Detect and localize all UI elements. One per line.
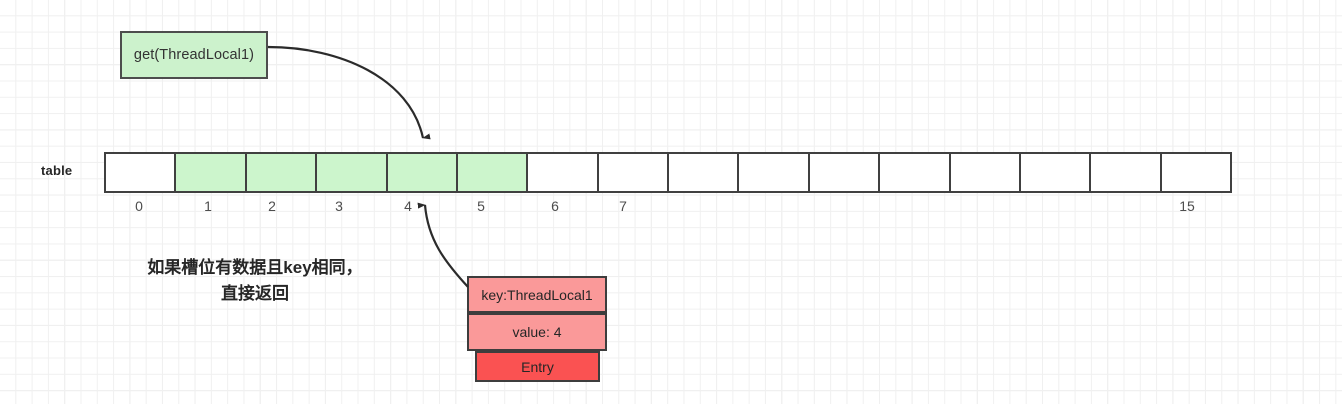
- table-cell-10: [809, 154, 881, 191]
- table-index-label-15: 15: [1179, 198, 1195, 214]
- table-cell-7: [598, 154, 669, 191]
- table-cell-12: [950, 154, 1021, 191]
- arrow-get-to-slot: [267, 45, 431, 140]
- entry-key-label: key:ThreadLocal1: [481, 286, 593, 303]
- table-cell-1: [176, 154, 247, 191]
- table-index-label-1: 1: [204, 198, 212, 214]
- get-call-box: get(ThreadLocal1): [120, 31, 268, 79]
- table-index-label-0: 0: [135, 198, 143, 214]
- entry-value-label: value: 4: [512, 324, 562, 340]
- table-cell-2: [246, 154, 318, 191]
- table-cell-3: [317, 154, 388, 191]
- condition-note: 如果槽位有数据且key相同， 直接返回: [119, 255, 391, 307]
- entry-type-label: Entry: [521, 358, 554, 375]
- table-cell-14: [1091, 154, 1162, 191]
- table-index-label-3: 3: [335, 198, 343, 214]
- entry-key-box: key:ThreadLocal1: [467, 276, 607, 313]
- condition-note-line-1: 如果槽位有数据且key相同，: [147, 258, 363, 277]
- table-cell-15: [1161, 154, 1230, 191]
- table-cell-5: [457, 154, 529, 191]
- table-index-label-7: 7: [619, 198, 627, 214]
- table-cell-6: [528, 154, 599, 191]
- table-index-labels: 0 1 2 3 4 5 6 7 15: [104, 198, 1232, 218]
- table-cell-13: [1020, 154, 1092, 191]
- table-cell-0: [106, 154, 177, 191]
- entry-value-box: value: 4: [467, 313, 607, 351]
- table-index-label-5: 5: [477, 198, 485, 214]
- table-index-label-2: 2: [268, 198, 276, 214]
- get-call-label: get(ThreadLocal1): [133, 47, 255, 63]
- table-cell-9: [739, 154, 810, 191]
- table-cell-11: [880, 154, 951, 191]
- table-index-label-4: 4: [404, 198, 412, 214]
- condition-note-line-2: 直接返回: [221, 284, 289, 303]
- table-index-label-6: 6: [551, 198, 559, 214]
- table-cell-8: [669, 154, 740, 191]
- table-label: table: [41, 163, 73, 178]
- entry-type-box: Entry: [475, 351, 600, 382]
- table-row: [104, 152, 1232, 193]
- table-cell-4: [387, 154, 458, 191]
